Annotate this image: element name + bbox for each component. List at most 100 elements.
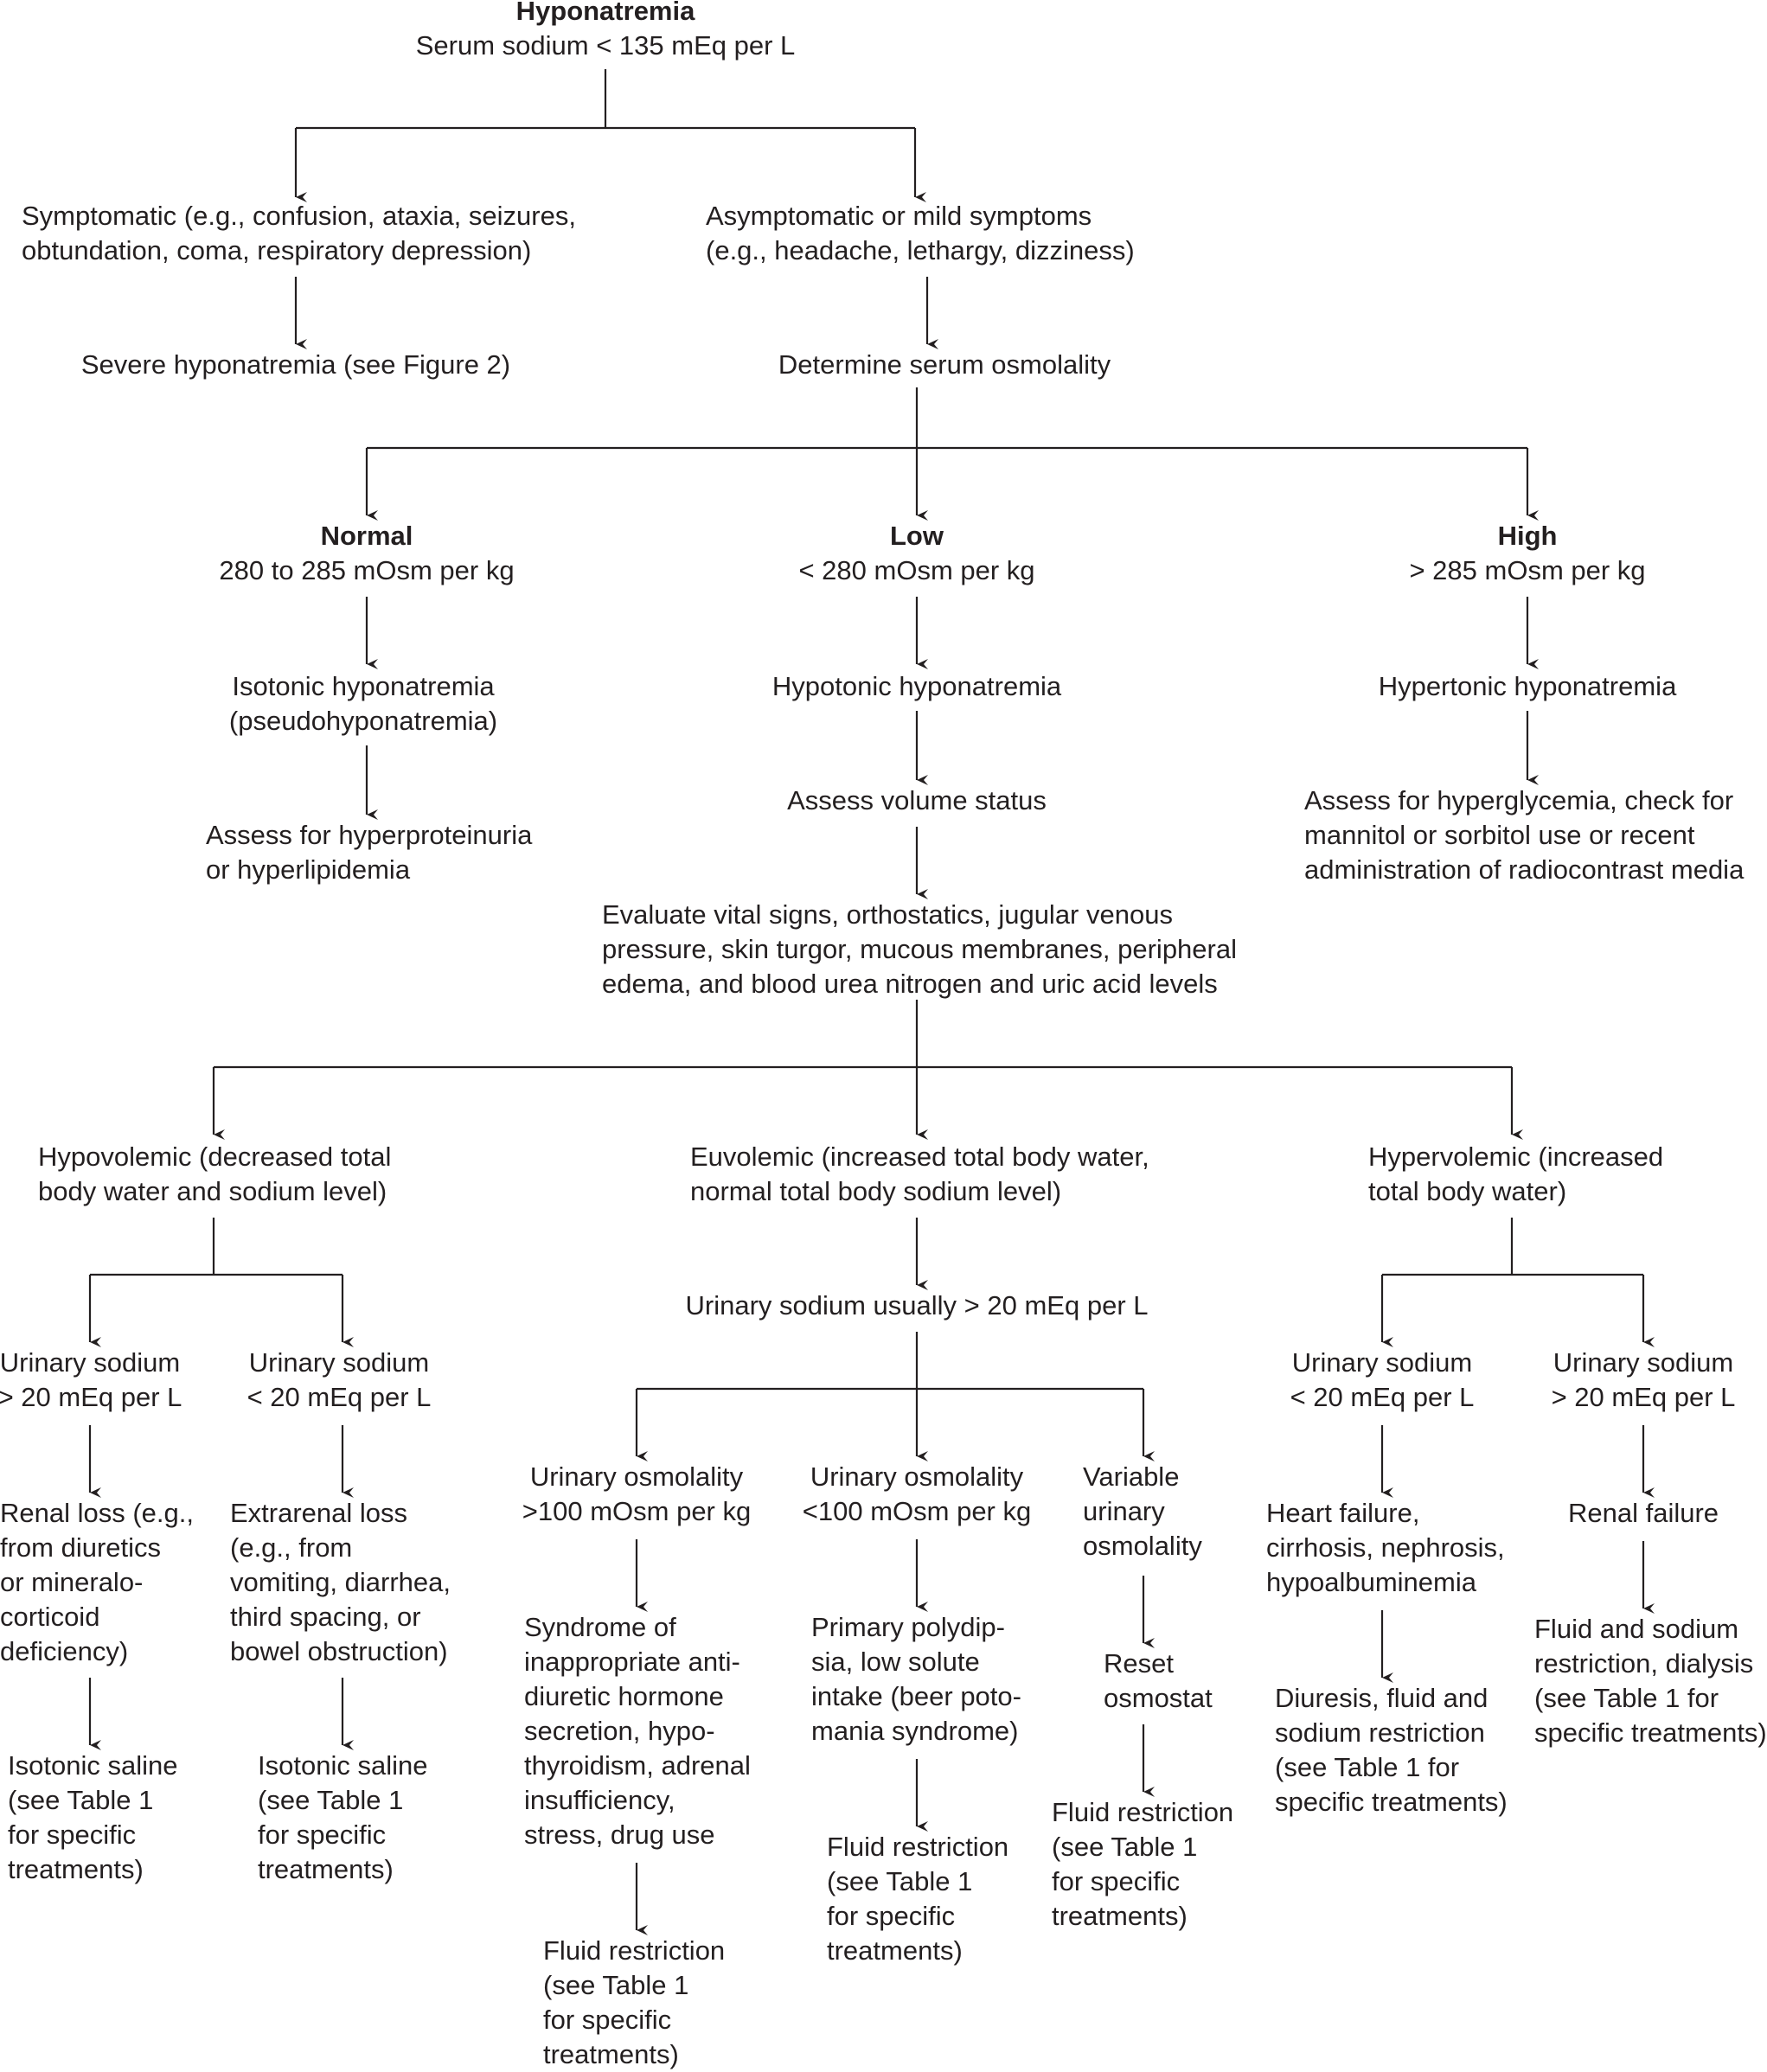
node-text: < 20 mEq per L [246, 1382, 432, 1412]
node-hypertonic-hyponatremia: Hypertonic hyponatremia [1379, 669, 1677, 704]
node-text: (see Table 1 [827, 1866, 973, 1896]
node-text: Isotonic hyponatremia [232, 671, 495, 701]
node-hyperglycemia: Assess for hyperglycemia, check for mann… [1304, 783, 1744, 887]
node-text: mannitol or sorbitol use or recent [1304, 820, 1695, 850]
node-severe-hyponatremia: Severe hyponatremia (see Figure 2) [81, 348, 510, 382]
node-text: Hypervolemic (increased [1368, 1142, 1664, 1172]
node-text: normal total body sodium level) [690, 1176, 1062, 1206]
node-title: High [1497, 521, 1558, 551]
node-text: (see Table 1 [8, 1785, 154, 1815]
node-urinary-osmolality-high: Urinary osmolality >100 mOsm per kg [522, 1460, 751, 1529]
node-heart-failure: Heart failure, cirrhosis, nephrosis, hyp… [1266, 1496, 1505, 1600]
node-fluid-restriction-osmostat: Fluid restriction (see Table 1 for speci… [1052, 1795, 1233, 1934]
node-hyponatremia: Hyponatremia Serum sodium < 135 mEq per … [416, 0, 796, 63]
node-text: for specific [1052, 1866, 1181, 1896]
node-text: obtundation, coma, respiratory depressio… [22, 235, 532, 265]
node-text: > 285 mOsm per kg [1409, 555, 1646, 585]
node-text: edema, and blood urea nitrogen and uric … [602, 969, 1218, 999]
node-text: (e.g., headache, lethargy, dizziness) [706, 235, 1135, 265]
node-text: or mineralo- [0, 1567, 144, 1597]
node-text: Fluid restriction [1052, 1797, 1234, 1827]
node-euvolemic: Euvolemic (increased total body water, n… [690, 1140, 1149, 1209]
node-text: Urinary sodium [1291, 1347, 1473, 1378]
node-text: for specific [543, 2005, 672, 2035]
node-text: deficiency) [0, 1636, 129, 1666]
node-text: corticoid [0, 1602, 100, 1632]
node-text: administration of radiocontrast media [1304, 854, 1745, 885]
node-siadh: Syndrome of inappropriate anti- diuretic… [524, 1610, 751, 1852]
node-text: Urinary sodium [1553, 1347, 1734, 1378]
node-urinary-sodium-high-hypervolemic: Urinary sodium > 20 mEq per L [1552, 1346, 1736, 1415]
node-text: sia, low solute [811, 1647, 980, 1677]
node-text: Serum sodium < 135 mEq per L [415, 30, 796, 61]
node-text: Fluid and sodium [1534, 1614, 1739, 1644]
node-text: cirrhosis, nephrosis, [1266, 1532, 1505, 1563]
node-text: Renal failure [1567, 1498, 1719, 1528]
node-text: Hypotonic hyponatremia [771, 671, 1062, 701]
node-text: > 20 mEq per L [1551, 1382, 1736, 1412]
node-urinary-sodium-high-hypovolemic: Urinary sodium > 20 mEq per L [0, 1346, 182, 1415]
node-text: Urinary sodium [248, 1347, 430, 1378]
node-hyperproteinuria: Assess for hyperproteinuria or hyperlipi… [206, 818, 532, 887]
node-text: hypoalbuminemia [1266, 1567, 1476, 1597]
node-text: <100 mOsm per kg [802, 1496, 1032, 1526]
node-asymptomatic: Asymptomatic or mild symptoms (e.g., hea… [706, 199, 1135, 268]
node-text: < 20 mEq per L [1290, 1382, 1475, 1412]
node-extrarenal-loss: Extrarenal loss (e.g., from vomiting, di… [230, 1496, 451, 1669]
node-text: for specific [827, 1901, 956, 1931]
node-text: Determine serum osmolality [778, 349, 1111, 380]
node-text: insufficiency, [524, 1785, 675, 1815]
node-text: treatments) [8, 1854, 144, 1884]
node-urinary-sodium-low-hypovolemic: Urinary sodium < 20 mEq per L [247, 1346, 432, 1415]
node-title: Hyponatremia [515, 0, 695, 26]
node-primary-polydipsia: Primary polydip- sia, low solute intake … [811, 1610, 1021, 1749]
node-renal-failure: Renal failure [1568, 1496, 1719, 1531]
node-text: Urinary osmolality [529, 1461, 744, 1492]
node-text: Urinary sodium usually > 20 mEq per L [685, 1290, 1149, 1321]
node-hypervolemic: Hypervolemic (increased total body water… [1368, 1140, 1663, 1209]
node-hypotonic-hyponatremia: Hypotonic hyponatremia [772, 669, 1061, 704]
node-renal-loss: Renal loss (e.g., from diuretics or mine… [0, 1496, 194, 1669]
node-text: treatments) [258, 1854, 394, 1884]
node-text: osmolality [1083, 1531, 1202, 1561]
node-text: third spacing, or [230, 1602, 421, 1632]
node-text: Hypovolemic (decreased total [38, 1142, 392, 1172]
node-text: osmostat [1104, 1683, 1213, 1713]
node-text: Fluid restriction [543, 1935, 726, 1966]
node-text: thyroidism, adrenal [524, 1750, 751, 1781]
node-text: body water and sodium level) [38, 1176, 387, 1206]
node-isotonic-saline-renal: Isotonic saline (see Table 1 for specifi… [8, 1749, 177, 1887]
node-text: inappropriate anti- [524, 1647, 740, 1677]
node-isotonic-saline-extrarenal: Isotonic saline (see Table 1 for specifi… [258, 1749, 427, 1887]
node-evaluate-vitals: Evaluate vital signs, orthostatics, jugu… [602, 898, 1237, 1001]
node-text: total body water) [1368, 1176, 1567, 1206]
node-urinary-sodium-low-hypervolemic: Urinary sodium < 20 mEq per L [1290, 1346, 1475, 1415]
node-text: (e.g., from [230, 1532, 353, 1563]
node-text: vomiting, diarrhea, [230, 1567, 451, 1597]
node-text: (see Table 1 [258, 1785, 404, 1815]
node-text: Extrarenal loss [230, 1498, 408, 1528]
node-text: diuretic hormone [524, 1681, 724, 1711]
node-text: > 20 mEq per L [0, 1382, 182, 1412]
node-text: Symptomatic (e.g., confusion, ataxia, se… [22, 201, 576, 231]
node-urinary-sodium-euvolemic: Urinary sodium usually > 20 mEq per L [686, 1289, 1149, 1323]
node-text: Isotonic saline [8, 1750, 178, 1781]
node-text: Evaluate vital signs, orthostatics, jugu… [602, 899, 1173, 930]
node-text: (see Table 1 for [1534, 1683, 1719, 1713]
node-text: Primary polydip- [811, 1612, 1005, 1642]
node-text: or hyperlipidemia [206, 854, 411, 885]
node-text: Asymptomatic or mild symptoms [706, 201, 1092, 231]
node-diuresis: Diuresis, fluid and sodium restriction (… [1275, 1681, 1508, 1819]
node-text: 280 to 285 mOsm per kg [219, 555, 515, 585]
node-text: Syndrome of [524, 1612, 676, 1642]
node-urinary-osmolality-low: Urinary osmolality <100 mOsm per kg [803, 1460, 1031, 1529]
node-text: Diuresis, fluid and [1275, 1683, 1489, 1713]
node-text: Reset [1104, 1648, 1174, 1679]
node-text: Hypertonic hyponatremia [1378, 671, 1677, 701]
node-text: (see Table 1 [543, 1970, 689, 2000]
node-text: < 280 mOsm per kg [798, 555, 1035, 585]
node-fluid-restriction-polydipsia: Fluid restriction (see Table 1 for speci… [827, 1830, 1008, 1968]
node-isotonic-hyponatremia: Isotonic hyponatremia (pseudohyponatremi… [229, 669, 497, 739]
node-text: urinary [1083, 1496, 1165, 1526]
